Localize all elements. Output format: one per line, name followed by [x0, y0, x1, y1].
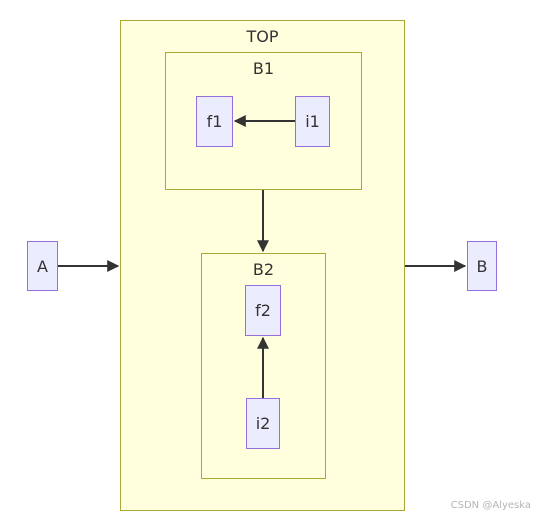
subgraph-b1-title: B1 — [252, 59, 275, 78]
node-f2[interactable]: f2 — [245, 285, 281, 336]
subgraph-b1: B1 — [165, 52, 362, 190]
node-i2[interactable]: i2 — [246, 398, 280, 449]
watermark-text: CSDN @Alyeska — [450, 500, 531, 511]
node-b[interactable]: B — [467, 241, 497, 291]
node-a[interactable]: A — [27, 241, 58, 291]
subgraph-top-title: TOP — [246, 27, 279, 46]
node-f1[interactable]: f1 — [196, 96, 233, 147]
node-i1[interactable]: i1 — [295, 96, 330, 147]
subgraph-b2-title: B2 — [252, 260, 275, 279]
